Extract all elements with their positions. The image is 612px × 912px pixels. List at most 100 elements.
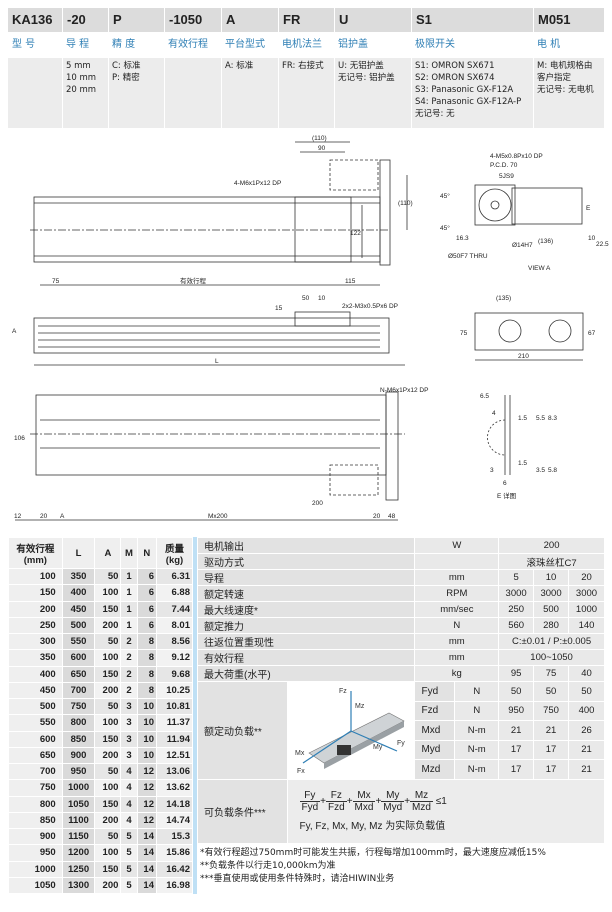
- dim-20a: 20: [40, 513, 48, 520]
- dim-115: 115: [345, 278, 356, 285]
- cell: 6.88: [156, 584, 193, 602]
- detail-e-title: E 详图: [497, 491, 516, 500]
- cell: 12: [136, 811, 158, 830]
- spec-label: 有效行程: [196, 649, 416, 666]
- desc-6: U: 无铝护盖 无记号: 铝护盖: [334, 58, 411, 128]
- cell: 3: [120, 730, 138, 748]
- spec-value: 10: [533, 569, 569, 586]
- cell: 8.56: [156, 632, 193, 651]
- dim-90: 90: [318, 145, 326, 152]
- footnote-1: *有效行程超过750mm时可能发生共振，行程每增加100mm时，最大速度应减低1…: [200, 848, 546, 858]
- dim-5-5: 5.5: [536, 415, 545, 422]
- load-value: 21: [568, 759, 605, 780]
- cell: 10: [136, 746, 158, 765]
- load-value: 17: [533, 739, 569, 760]
- code-2: P: [108, 8, 164, 32]
- dim-135: (135): [496, 295, 511, 302]
- spec-value: 40: [568, 665, 605, 682]
- spec-row: 驱动方式滚珠丝杠C7: [196, 553, 605, 570]
- cell: 200: [94, 811, 122, 830]
- axis-fy: Fy: [397, 740, 405, 747]
- spec-label: 电机输出: [196, 537, 416, 554]
- cell: 6: [136, 616, 158, 635]
- load-value: 750: [533, 700, 569, 721]
- cell: 16.42: [156, 860, 193, 878]
- cell: 450: [61, 600, 96, 618]
- cell: 950: [8, 844, 63, 862]
- spec-value: 95: [498, 665, 535, 682]
- dim-3: 3: [490, 467, 494, 474]
- cell: 12: [136, 795, 158, 813]
- dim-67: 67: [588, 330, 596, 337]
- cell: 14.74: [156, 811, 193, 830]
- dim-110: (110): [312, 135, 327, 142]
- cell: 6: [136, 600, 158, 618]
- load-unit: N-m: [454, 720, 500, 741]
- cell: 350: [61, 567, 96, 586]
- dynamic-load-label: 额定动负载**: [197, 681, 288, 780]
- cell: 150: [94, 600, 122, 618]
- spec-label: 额定推力: [196, 617, 416, 634]
- spec-value: 100~1050: [498, 649, 605, 666]
- spec-unit: W: [414, 537, 500, 554]
- spec-label: 导程: [196, 569, 416, 586]
- label-8: 电 机: [537, 39, 561, 50]
- cell: 300: [8, 632, 63, 651]
- spec-unit: mm/sec: [414, 601, 500, 618]
- cell: 9.12: [156, 649, 193, 667]
- desc-3: [164, 58, 221, 128]
- load-name: Myd: [414, 739, 456, 760]
- cell: 100: [8, 567, 63, 586]
- plus-sign: +: [375, 796, 382, 808]
- cell: 15.86: [156, 844, 193, 862]
- hole-callout: 4-M6x1Px12 DP: [234, 180, 281, 187]
- cell: 800: [61, 714, 96, 732]
- spec-label: 最大线速度*: [196, 601, 416, 618]
- cell: 3: [120, 697, 138, 716]
- cell: 850: [61, 730, 96, 748]
- cell: 100: [94, 844, 122, 862]
- cell: 2: [120, 632, 138, 651]
- denominator: Mzd: [412, 802, 431, 813]
- cell: 200: [94, 616, 122, 635]
- cell: 6: [136, 584, 158, 602]
- load-axes-diagram: Fz Mz Mx Fx My Fy: [295, 688, 405, 775]
- col-header: 质量 (kg): [156, 537, 193, 569]
- spec-unit: N: [414, 617, 500, 634]
- load-value: 17: [533, 759, 569, 780]
- load-value: 950: [498, 700, 535, 721]
- dim-4: 4: [492, 410, 496, 417]
- label-6: 铝护盖: [338, 39, 368, 50]
- dim-5-8: 5.8: [548, 467, 557, 474]
- label-4: 平台型式: [225, 39, 265, 50]
- col-header: N: [136, 537, 158, 569]
- cell: 6.31: [156, 567, 193, 586]
- cell: 10: [136, 697, 158, 716]
- cell: 550: [61, 632, 96, 651]
- load-unit: N: [454, 681, 500, 702]
- cell: 5: [120, 876, 138, 895]
- code-0: KA136: [8, 8, 62, 32]
- dim-stroke: 有效行程: [180, 276, 207, 285]
- cell: 14: [136, 860, 158, 878]
- cell: 150: [94, 860, 122, 878]
- cell: 12.51: [156, 746, 193, 765]
- code-1: -20: [62, 8, 108, 32]
- cell: 15.3: [156, 827, 193, 846]
- cell: 450: [8, 681, 63, 700]
- denominator: Fzd: [328, 802, 345, 813]
- side-view: 15 50 10 2x2-M3x0.5Px6 DP A L: [12, 295, 405, 366]
- col-header: 有效行程 (mm): [8, 537, 63, 569]
- cell: 200: [94, 746, 122, 765]
- load-value: 17: [498, 739, 535, 760]
- cell: 1: [120, 600, 138, 618]
- bottom-view: N-M6x1Px12 DP 106 12 20 A Mx200 200 20 4…: [14, 387, 428, 521]
- accent-bar: [193, 537, 197, 894]
